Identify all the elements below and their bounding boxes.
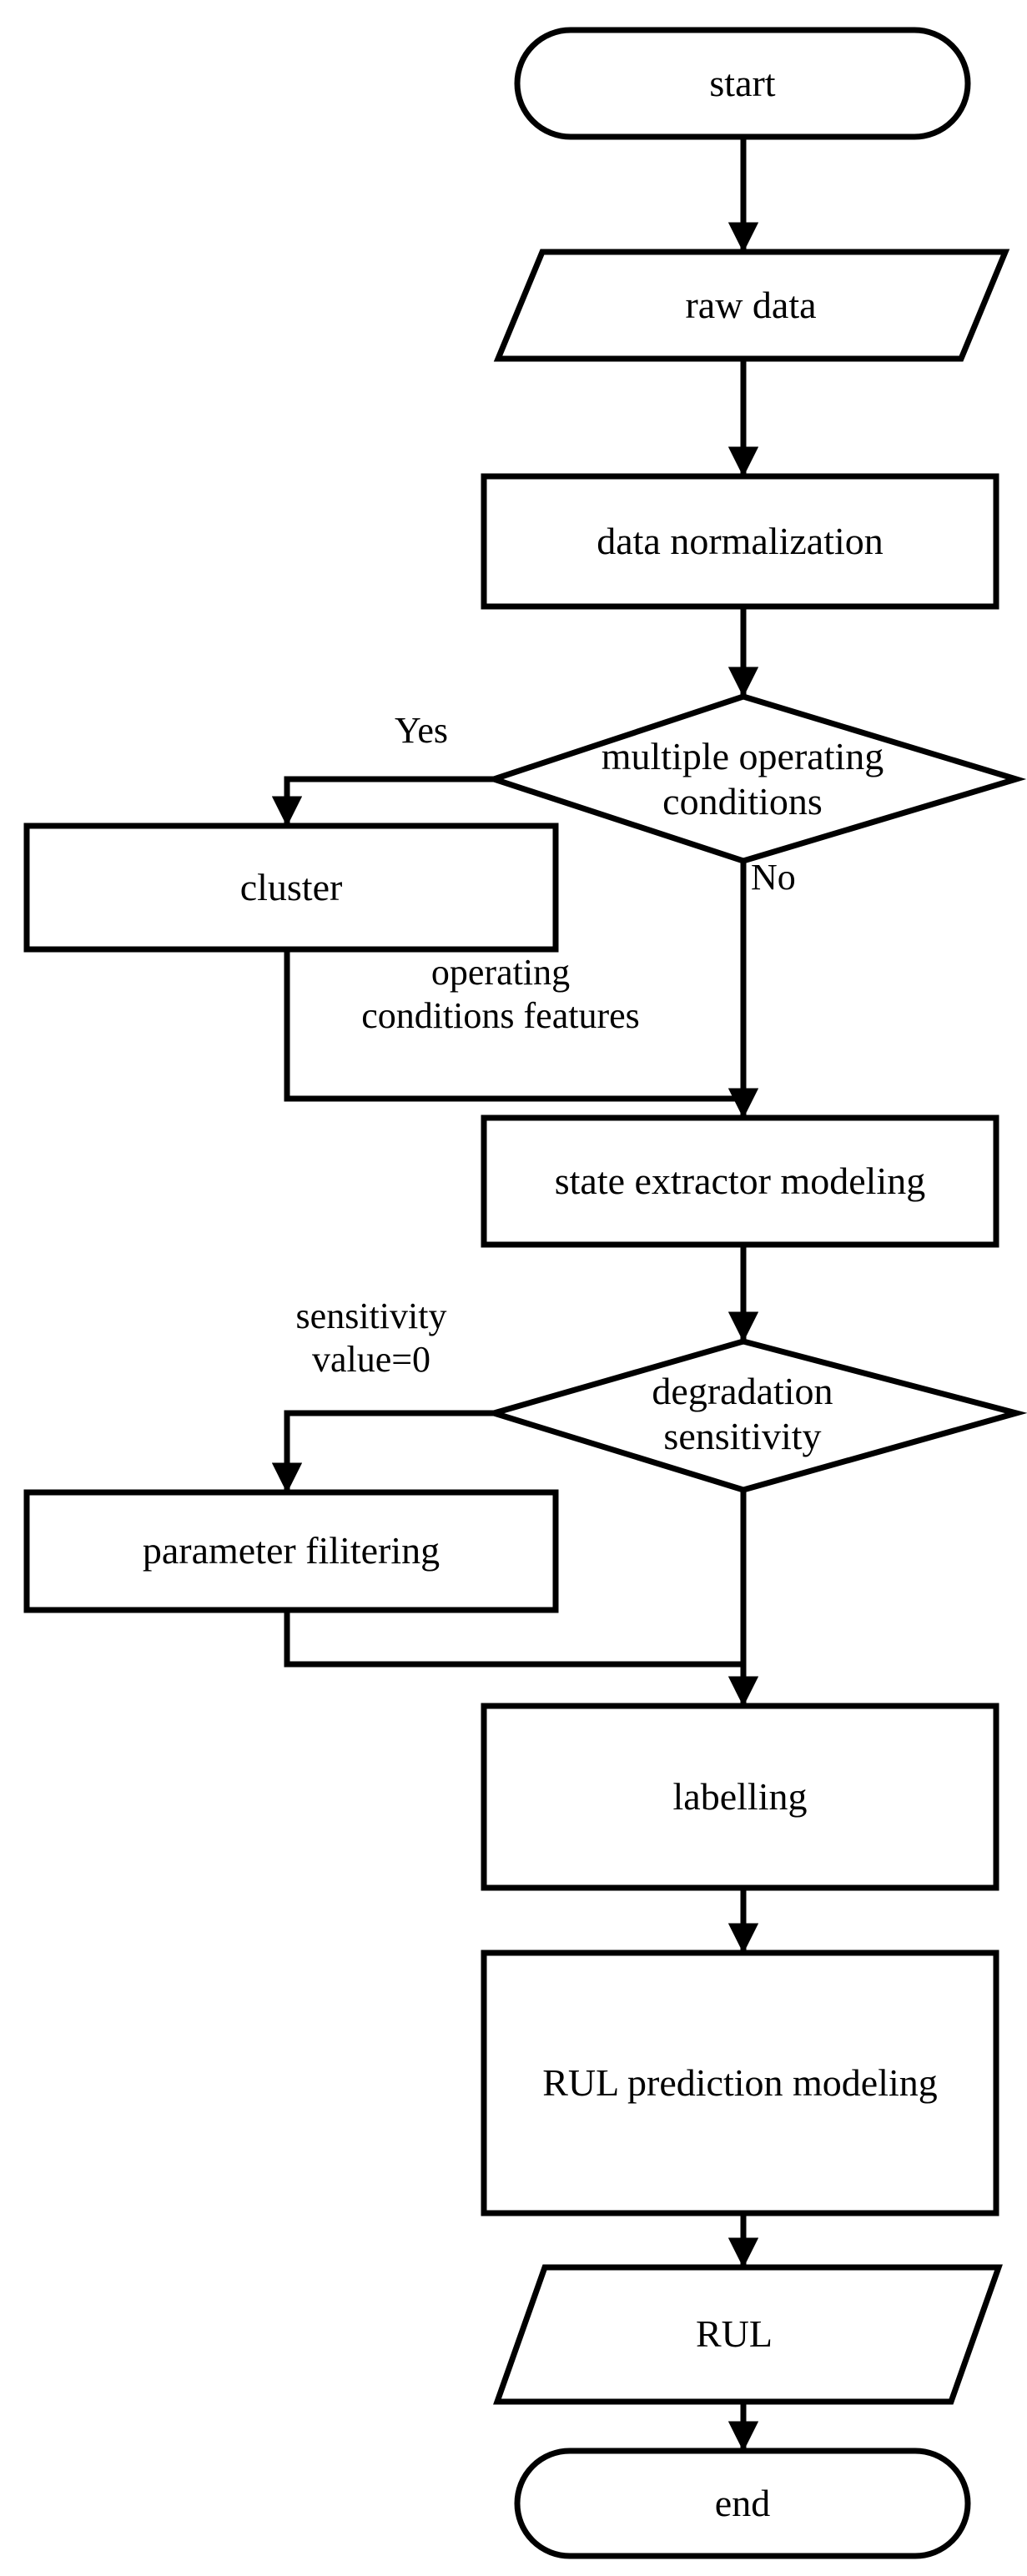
edge-degradation-to-parameter-filitering	[271, 1410, 494, 1493]
edge-parameter-filitering-to-labelling	[284, 1610, 743, 1668]
edge-multiple-operating-conditions-yes-to-cluster	[271, 776, 494, 827]
shape-rul-prediction-modeling	[481, 1950, 999, 2216]
shape-degradation-sensitivity	[483, 1338, 1027, 1493]
shape-data-normalization	[481, 473, 999, 610]
shape-start	[514, 27, 971, 140]
shape-end	[514, 2448, 971, 2559]
shape-labelling	[481, 1703, 999, 1891]
shape-state-extractor-modeling	[481, 1114, 999, 1248]
shape-rul	[493, 2264, 1003, 2405]
shape-parameter-filitering	[23, 1489, 559, 1613]
shape-cluster	[23, 823, 559, 953]
shape-raw-data	[493, 249, 1010, 362]
edge-cluster-to-state-extractor	[284, 949, 743, 1102]
shape-multiple-operating-conditions	[484, 693, 1027, 864]
